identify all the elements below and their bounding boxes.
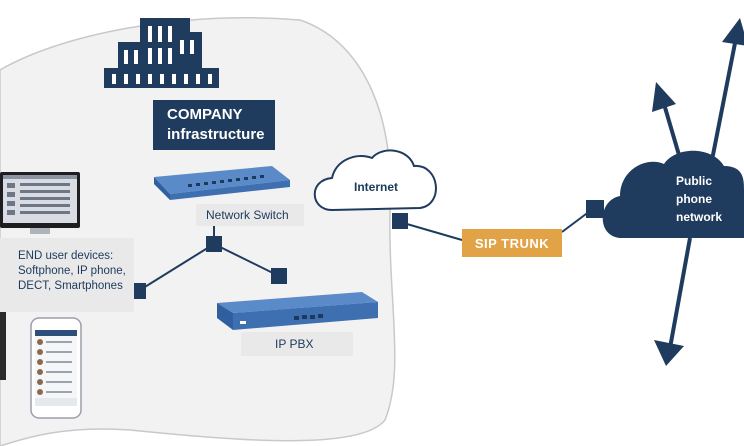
internet-label: Internet: [354, 180, 399, 194]
sip-trunk-label: SIP TRUNK: [462, 229, 562, 257]
building-icon: [104, 18, 219, 88]
smartphone-icon: [30, 317, 82, 419]
end-user-line-1: END user devices:: [18, 250, 114, 262]
network-switch-icon: [154, 166, 290, 200]
ip-pbx-label: IP PBX: [275, 337, 314, 351]
company-title: COMPANY: [167, 106, 243, 123]
public-line-1: Public: [676, 174, 713, 188]
company-subtitle: infrastructure: [167, 126, 265, 143]
end-user-line-2: Softphone, IP phone,: [18, 265, 126, 277]
end-user-line-3: DECT, Smartphones: [18, 280, 123, 292]
network-switch-label: Network Switch: [206, 208, 289, 222]
end-user-devices-box: END user devices: Softphone, IP phone, D…: [0, 238, 134, 312]
desk-phone-icon: [0, 300, 6, 380]
public-line-3: network: [676, 210, 723, 224]
internet-cloud-icon: [313, 149, 437, 212]
desktop-computer-icon: [0, 172, 80, 234]
ip-pbx-icon: [217, 292, 378, 330]
company-infrastructure-box: COMPANY infrastructure: [153, 100, 275, 150]
network-switch-label-box: Network Switch: [196, 204, 304, 226]
public-network-cloud-icon: [602, 150, 744, 238]
ip-pbx-label-box: IP PBX: [241, 332, 353, 356]
public-line-2: phone: [676, 192, 712, 206]
arrowheads: [652, 18, 744, 366]
end-user-devices-label: END user devices: Softphone, IP phone, D…: [18, 249, 126, 294]
network-arrows: [662, 37, 738, 349]
connection-nodes: [130, 200, 604, 299]
public-phone-network-label: Public phone network: [676, 172, 722, 226]
